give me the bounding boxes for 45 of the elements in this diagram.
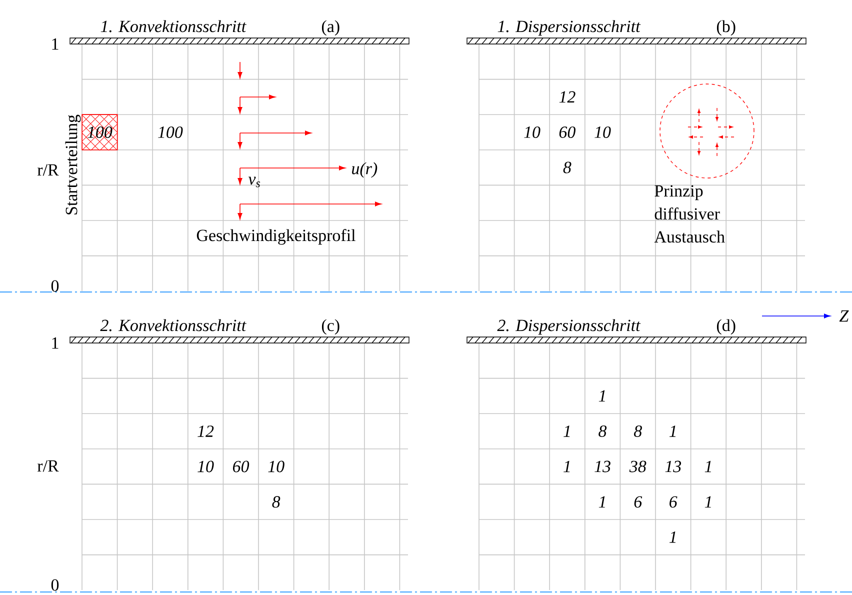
cell-value: 8 <box>598 425 607 437</box>
cell-value: 10 <box>198 460 214 472</box>
panel-title: 2. Dispersionsschritt <box>497 319 641 335</box>
cell-value: 8 <box>634 425 642 437</box>
cell-value: 8 <box>563 162 572 174</box>
cell-value: 1 <box>704 460 711 472</box>
cell-value: 1 <box>564 460 570 472</box>
cell-value: 100 <box>158 126 183 138</box>
caption-text: Geschwindigkeitsprofil <box>196 229 356 245</box>
cell-value: 1 <box>704 496 711 508</box>
axis-label: 1 <box>52 38 58 50</box>
cell-value: 1 <box>564 426 570 437</box>
cell-value: 6 <box>670 496 678 508</box>
cell-value: 1 <box>669 532 676 543</box>
panel-letter: (b) <box>716 20 736 36</box>
symbol-label: u(r) <box>352 162 378 178</box>
panel-title: 1. Konvektionsschritt <box>100 20 246 32</box>
cell-value: 60 <box>233 460 250 472</box>
panel-title: 1. Dispersionsschritt <box>498 20 641 36</box>
cell-value: 12 <box>559 91 576 103</box>
cell-value: 1 <box>598 496 605 508</box>
cell-value: 12 <box>198 426 214 437</box>
cell-value: 10 <box>594 126 611 138</box>
cell-value: 60 <box>559 126 576 138</box>
cell-value: 38 <box>629 460 646 472</box>
panel-letter: (d) <box>716 319 736 335</box>
cell-value: 8 <box>272 496 280 508</box>
axis-label: 0 <box>51 579 59 591</box>
symbol-label: v$_{s}$ <box>248 176 260 188</box>
axis-label: Startverteilung <box>65 114 81 214</box>
cell-value: 13 <box>665 460 681 472</box>
cell-value: 1 <box>669 426 676 437</box>
cell-value: 1 <box>598 390 605 402</box>
cell-value: 10 <box>268 460 284 472</box>
panel-title: 2. Konvektionsschritt <box>100 319 246 332</box>
caption-text: Prinzip diffusiver Austausch <box>654 185 725 243</box>
cell-value: 10 <box>524 126 540 138</box>
cell-value: 6 <box>634 496 642 508</box>
symbol-label: Z <box>839 310 849 322</box>
axis-label: 1 <box>52 337 58 349</box>
panel-letter: (c) <box>322 319 340 335</box>
axis-label: 0 <box>51 280 59 292</box>
cell-value: 13 <box>594 460 610 472</box>
panel-letter: (a) <box>322 20 340 36</box>
axis-label: r/R <box>37 460 59 472</box>
